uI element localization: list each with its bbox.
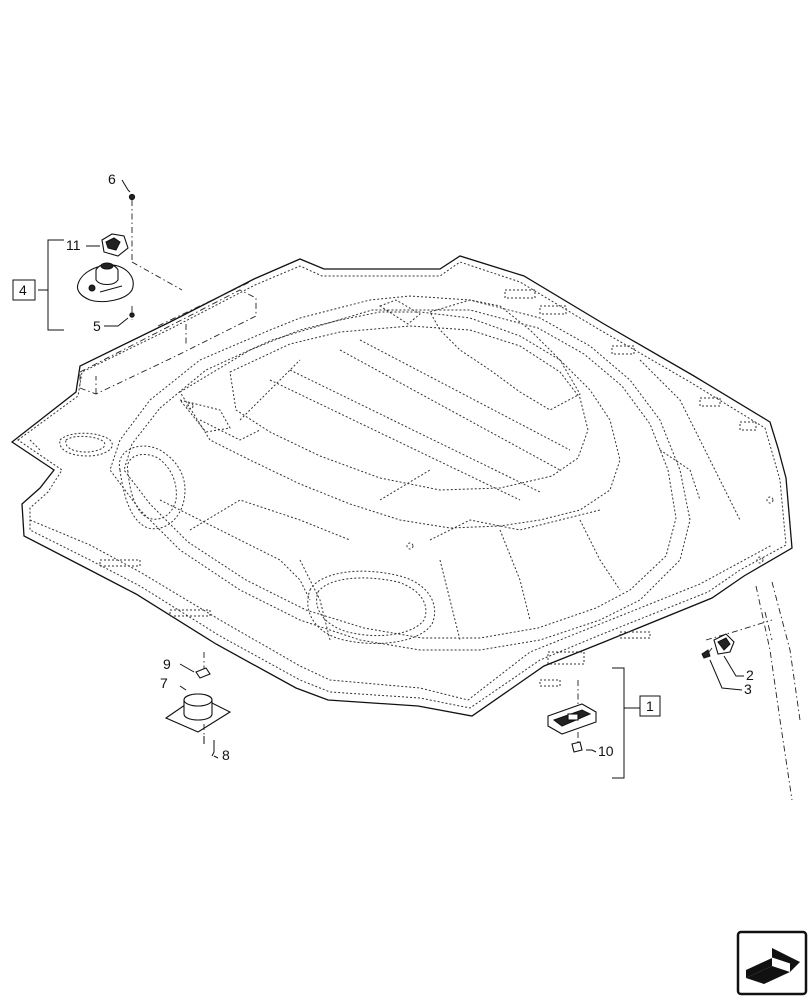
mount-assembly bbox=[164, 652, 232, 757]
callout-5: 5 bbox=[93, 318, 101, 334]
side-pillar bbox=[705, 581, 801, 801]
callout-7: 7 bbox=[160, 675, 168, 691]
clip-icon bbox=[195, 667, 211, 679]
callout-3: 3 bbox=[744, 681, 752, 697]
speaker-assembly bbox=[12, 193, 183, 331]
light-assembly bbox=[547, 667, 661, 779]
headliner-panel bbox=[10, 255, 793, 717]
next-page-arrow-icon[interactable] bbox=[736, 930, 808, 996]
callout-2: 2 bbox=[746, 667, 754, 683]
side-clip-assembly bbox=[701, 633, 744, 691]
callout-10: 10 bbox=[598, 743, 614, 759]
nut-icon bbox=[128, 193, 136, 201]
callout-9: 9 bbox=[163, 656, 171, 672]
callout-11: 11 bbox=[66, 237, 81, 253]
callout-8: 8 bbox=[222, 747, 230, 763]
bulb-icon bbox=[571, 741, 583, 753]
axis-line-bracket bbox=[131, 261, 183, 291]
leader-lines bbox=[86, 179, 597, 759]
callout-6: 6 bbox=[108, 171, 116, 187]
mounting-bracket bbox=[79, 281, 257, 395]
screw-icon bbox=[129, 312, 135, 318]
screw-3-icon bbox=[701, 649, 711, 659]
callout-4: 4 bbox=[19, 282, 27, 298]
callout-1: 1 bbox=[646, 698, 654, 714]
